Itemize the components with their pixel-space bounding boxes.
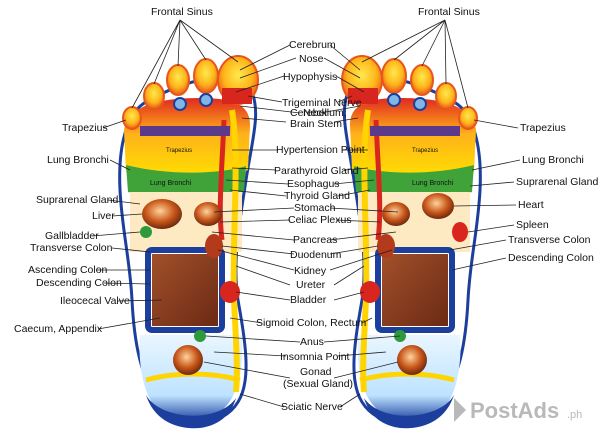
left-toe-3 <box>166 64 190 96</box>
label-cerebrum: Cerebrum <box>289 39 336 51</box>
left-toe-eye-1 <box>199 93 213 107</box>
label-frontal-sinus-right: Frontal Sinus <box>418 6 480 18</box>
label-descending-colon-right: Descending Colon <box>508 252 594 264</box>
left-toes <box>122 55 259 130</box>
watermark: PostAds .ph <box>454 398 582 423</box>
label-lung-bronchi-left: Lung Bronchi <box>47 154 109 166</box>
right-toes <box>341 55 478 130</box>
right-lung-band <box>354 165 474 198</box>
watermark-suffix: .ph <box>567 409 582 421</box>
right-foot: Lung Bronchi Trapezius <box>341 55 482 429</box>
right-intestines <box>382 254 448 326</box>
right-heel-zone <box>357 335 461 422</box>
right-trapezius-tag: Trapezius <box>412 148 438 154</box>
label-kidney: Kidney <box>294 265 327 277</box>
left-liver <box>142 199 182 229</box>
label-trapezius-left: Trapezius <box>62 122 108 134</box>
label-neck: Neck <box>303 107 328 119</box>
left-lung-tag: Lung Bronchi <box>150 180 192 187</box>
label-lung-bronchi-right: Lung Bronchi <box>522 154 584 166</box>
label-thyroid-gland: Thyroid Gland <box>284 190 350 202</box>
label-stomach: Stomach <box>294 202 336 214</box>
right-toe-eye-1 <box>387 93 401 107</box>
label-suprarenal-gland-right: Suprarenal Gland <box>516 176 598 188</box>
label-ureter: Ureter <box>296 279 326 291</box>
right-toe-4 <box>435 82 457 110</box>
left-anus-point <box>194 330 206 342</box>
left-toe-2 <box>193 58 219 94</box>
left-toe-5 <box>122 106 142 130</box>
label-esophagus: Esophagus <box>287 178 340 190</box>
watermark-brand: PostAds <box>470 398 559 423</box>
label-parathyroid-gland: Parathyroid Gland <box>274 165 359 177</box>
right-purple-band <box>370 126 460 136</box>
left-bladder <box>220 281 240 303</box>
leader-lines <box>91 19 521 408</box>
label-sigmoid-colon-rectum: Sigmoid Colon, Rectum <box>256 317 367 329</box>
label-heart: Heart <box>518 199 544 211</box>
label-spleen: Spleen <box>516 219 549 231</box>
label-sexual-gland: (Sexual Gland) <box>283 378 353 390</box>
label-frontal-sinus-left: Frontal Sinus <box>151 6 213 18</box>
right-stomach <box>382 202 410 226</box>
label-transverse-colon-right: Transverse Colon <box>508 234 591 246</box>
left-brain-block <box>222 88 252 104</box>
label-transverse-colon-left: Transverse Colon <box>30 242 113 254</box>
left-kidney <box>205 234 223 258</box>
label-nose: Nose <box>299 53 324 65</box>
left-trapezius-tag: Trapezius <box>166 148 192 154</box>
label-trapezius-right: Trapezius <box>520 122 566 134</box>
right-kidney <box>377 234 395 258</box>
label-gonad: Gonad <box>300 366 332 378</box>
left-gallbladder <box>140 226 152 238</box>
left-toe-eye-2 <box>173 97 187 111</box>
labels: Frontal Sinus Frontal Sinus Cerebrum Nos… <box>14 6 598 413</box>
label-hypophysis: Hypophysis <box>283 71 337 83</box>
label-sciatic-nerve: Sciatic Nerve <box>281 401 343 413</box>
label-bladder: Bladder <box>290 294 327 306</box>
left-lung-band <box>126 165 246 198</box>
label-descending-colon-left: Descending Colon <box>36 277 122 289</box>
label-gallbladder: Gallbladder <box>45 230 99 242</box>
left-foot: Lung Bronchi Trapezius <box>118 55 259 429</box>
right-toe-5 <box>458 106 478 130</box>
left-intestines <box>152 254 218 326</box>
right-lung-tag: Lung Bronchi <box>412 180 454 187</box>
label-anus: Anus <box>300 336 324 348</box>
watermark-arrow-icon <box>454 398 466 422</box>
right-spleen <box>452 222 468 242</box>
label-celiac-plexus: Celiac Plexus <box>288 214 352 226</box>
right-bladder <box>360 281 380 303</box>
label-trigeminal-nerve: Trigeminal Nerve <box>282 97 362 109</box>
label-duodenum: Duodenum <box>290 249 342 261</box>
right-brain-block <box>348 88 378 104</box>
right-heel-blue-rim <box>364 395 454 429</box>
label-hypertension-point: Hypertension Point <box>276 144 365 156</box>
right-gonad-organ <box>397 345 427 375</box>
left-ball-zone <box>124 98 250 178</box>
label-liver: Liver <box>92 210 115 222</box>
label-ileocecal-valve: Ileocecal Valve <box>60 295 130 307</box>
label-caecum-appendix: Caecum, Appendix <box>14 323 103 335</box>
right-heart <box>422 193 454 219</box>
label-pancreas: Pancreas <box>293 234 337 246</box>
label-cerebellum: Cerebellum, <box>290 107 347 119</box>
left-heel-blue-rim <box>146 395 236 429</box>
left-gonad-organ <box>173 345 203 375</box>
left-toe-4 <box>143 82 165 110</box>
right-ball-zone <box>350 98 476 178</box>
right-toe-3 <box>410 64 434 96</box>
label-brain-stem: Brain Stem <box>290 118 342 130</box>
right-toe-eye-2 <box>413 97 427 111</box>
label-ascending-colon: Ascending Colon <box>28 264 108 276</box>
left-purple-band <box>140 126 230 136</box>
label-insomnia-point: Insomnia Point <box>280 351 350 363</box>
left-stomach <box>194 202 222 226</box>
label-suprarenal-gland-left: Suprarenal Gland <box>36 194 118 206</box>
right-toe-2 <box>381 58 407 94</box>
left-heel-zone <box>139 335 243 422</box>
